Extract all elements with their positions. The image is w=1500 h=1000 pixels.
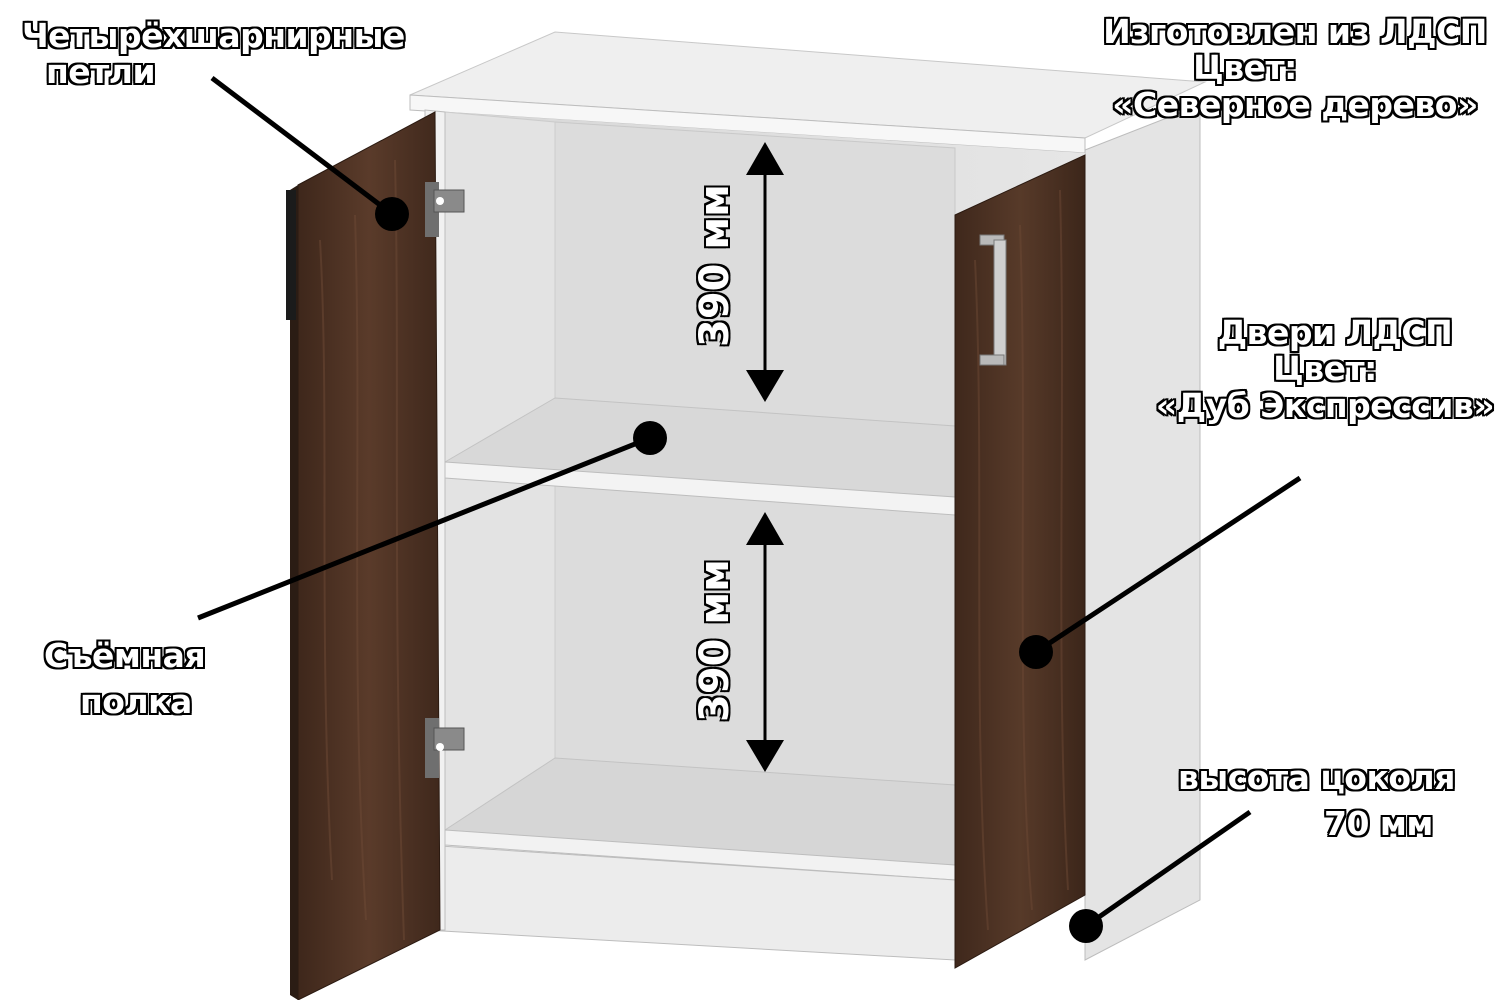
label-shelf-line1: Съёмная xyxy=(43,636,207,675)
dimension-arrow-upper xyxy=(746,142,784,402)
leader-plinth xyxy=(1069,809,1252,943)
dimension-label-lower: 390 мм xyxy=(691,558,739,723)
label-plinth-line1: высота цоколя xyxy=(1177,758,1456,797)
label-hinges-line1: Четырёхшарнирные xyxy=(21,16,406,55)
label-material-line3: «Северное дерево» xyxy=(1111,84,1479,124)
label-material-line1: Изготовлен из ЛДСП xyxy=(1102,12,1488,51)
left-door xyxy=(286,111,441,1000)
dimension-label-upper: 390 мм xyxy=(691,183,739,348)
label-plinth: высота цоколя 70 мм xyxy=(1177,758,1493,844)
dimension-arrow-lower xyxy=(746,512,784,772)
label-material-line2: Цвет: xyxy=(1192,48,1298,88)
cabinet-carcass xyxy=(409,31,1207,961)
leader-hinges xyxy=(210,76,409,231)
right-door-handle xyxy=(979,234,1007,366)
label-shelf-line2: полка xyxy=(79,682,193,722)
label-doors-line2: Цвет: xyxy=(1272,349,1378,389)
label-hinges: Четырёхшарнирные петли xyxy=(21,16,406,92)
hinge-lower xyxy=(425,718,465,778)
label-doors: Двери ЛДСП Цвет: «Дуб Экспрессив» xyxy=(1155,313,1496,425)
label-plinth-line2: 70 мм xyxy=(1323,804,1434,844)
label-doors-line3: «Дуб Экспрессив» xyxy=(1155,385,1496,425)
label-doors-line1: Двери ЛДСП xyxy=(1217,313,1454,352)
label-material: Изготовлен из ЛДСП Цвет: «Северное дерев… xyxy=(1100,12,1490,124)
left-door-handle xyxy=(286,190,296,320)
label-hinges-line2: петли xyxy=(45,52,157,92)
right-door xyxy=(954,154,1086,969)
hinge-upper xyxy=(425,182,465,237)
leader-doors xyxy=(1019,475,1302,669)
leader-shelf xyxy=(197,421,667,621)
label-shelf: Съёмная полка xyxy=(43,636,207,722)
